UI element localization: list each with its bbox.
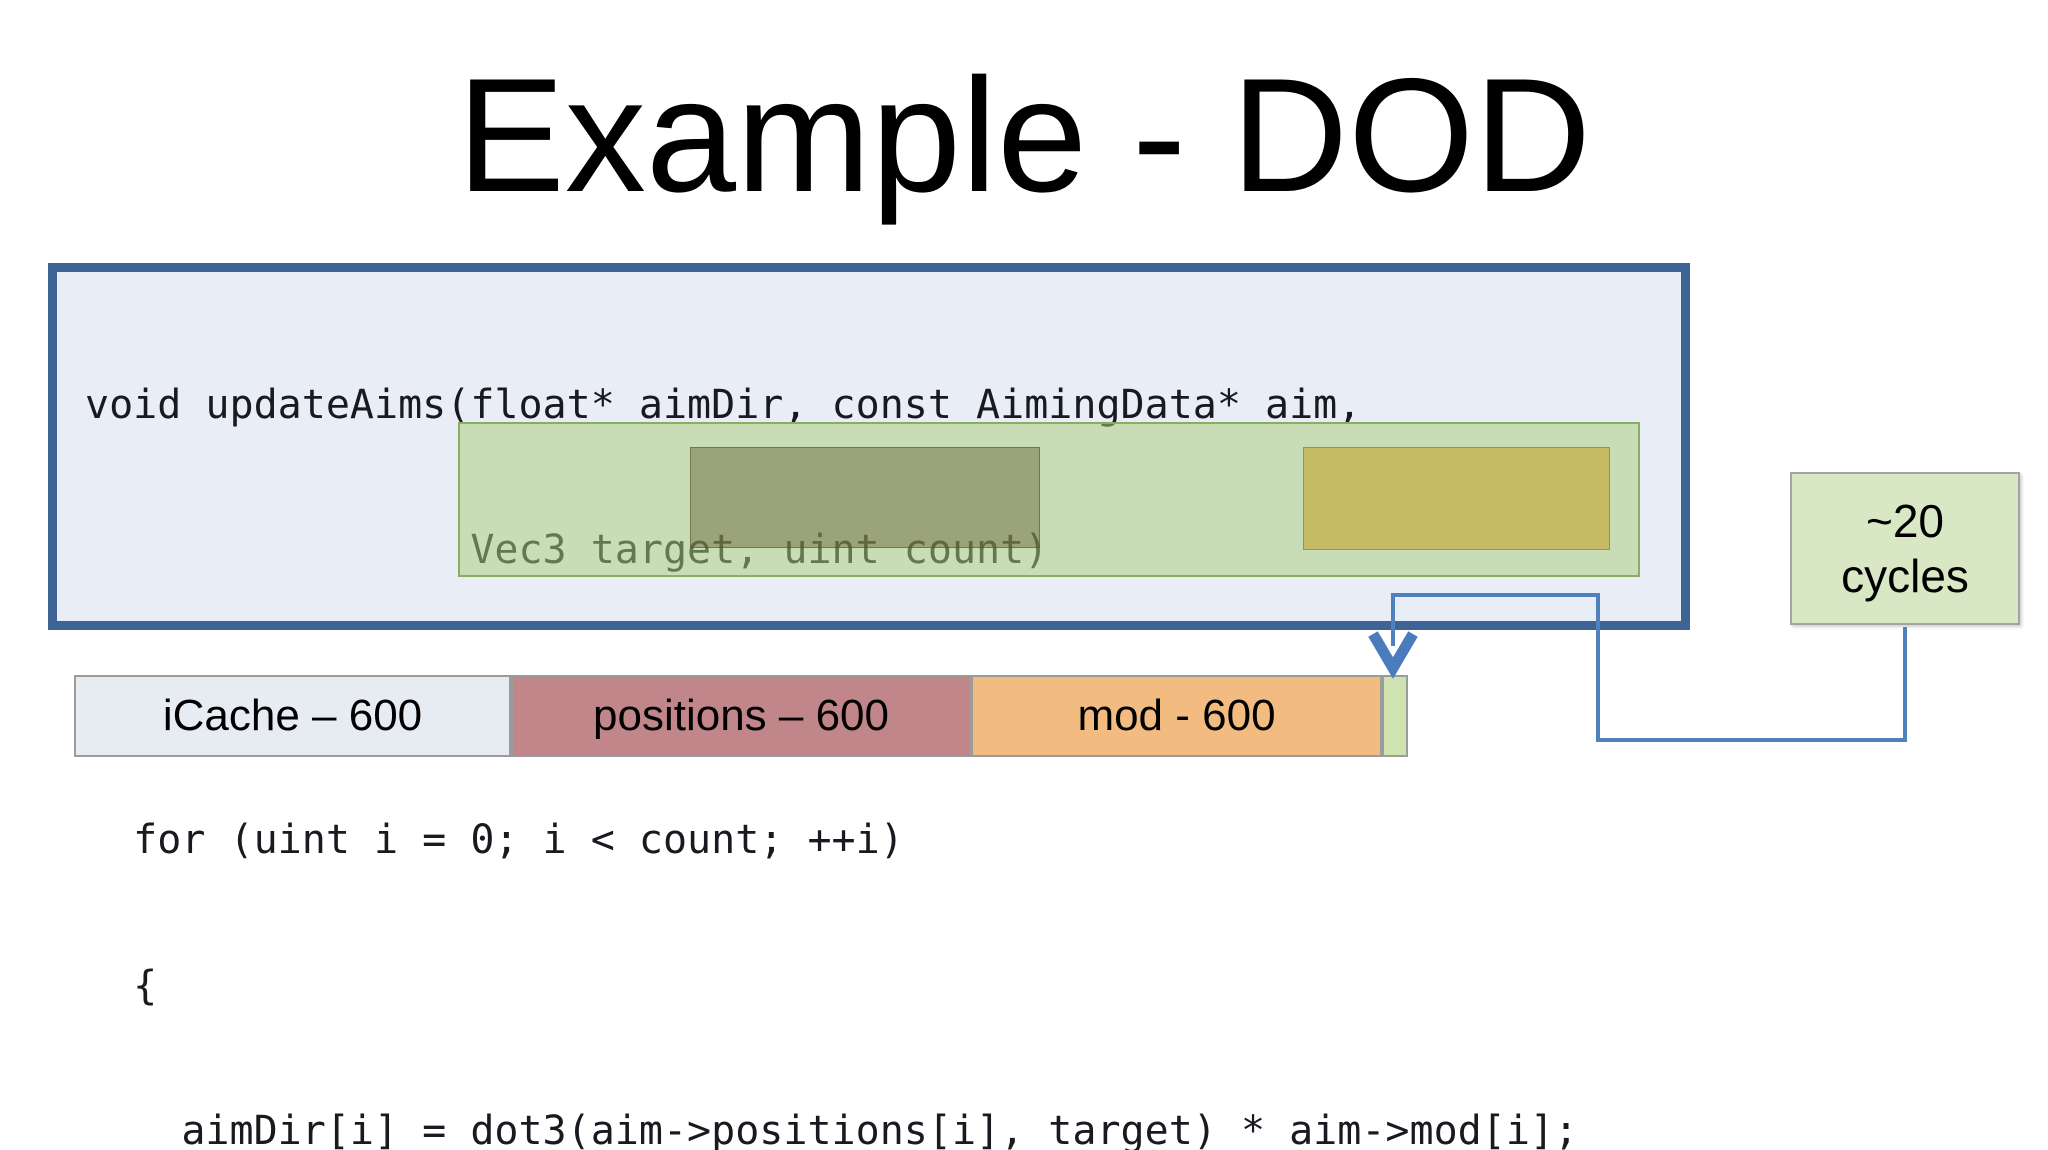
code-line: aimDir[i] = dot3(aim->positions[i], targ… bbox=[85, 1107, 1579, 1150]
cycles-callout-line1: ~20 bbox=[1865, 494, 1945, 547]
code-line: void updateAims(float* aimDir, const Aim… bbox=[85, 381, 1362, 428]
code-line: { bbox=[85, 962, 158, 1009]
overlay-tan-box bbox=[1303, 447, 1610, 550]
memory-segment-label: mod - 600 bbox=[1077, 691, 1276, 740]
overlay-olive-box bbox=[690, 447, 1040, 548]
cycles-callout-line2: cycles bbox=[1841, 549, 1969, 602]
memory-segment-icache: iCache – 600 bbox=[74, 675, 511, 757]
slide-title: Example - DOD bbox=[456, 45, 1592, 226]
code-line: for (uint i = 0; i < count; ++i) bbox=[85, 817, 904, 864]
memory-segment-label: iCache – 600 bbox=[162, 691, 423, 740]
cycles-callout: ~20 cycles bbox=[1790, 472, 2020, 625]
memory-segment-mod: mod - 600 bbox=[971, 675, 1382, 757]
memory-segment-cacheline-sliver bbox=[1382, 675, 1408, 757]
memory-segment-positions: positions – 600 bbox=[511, 675, 971, 757]
memory-segment-label: positions – 600 bbox=[593, 691, 889, 740]
